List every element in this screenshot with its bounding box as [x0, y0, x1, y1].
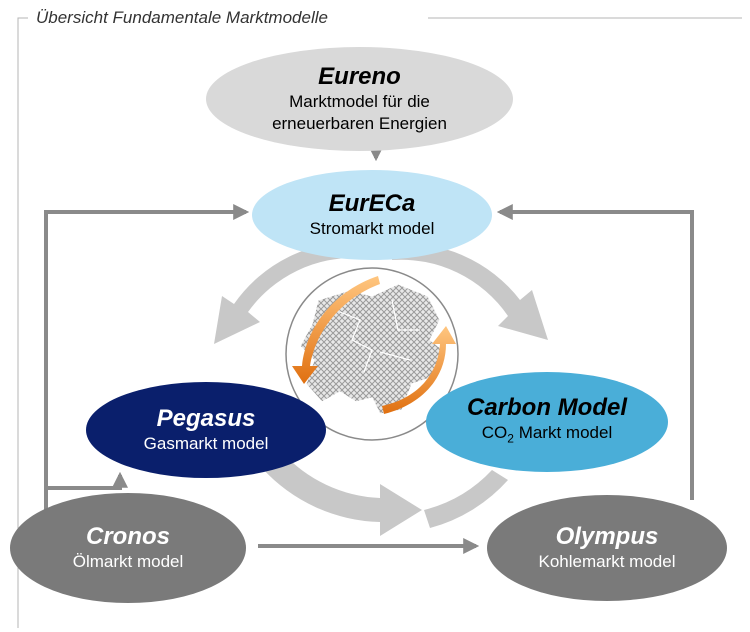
node-eureca-name: EurECa: [328, 190, 416, 217]
node-eureca-desc: Stromarkt model: [309, 219, 435, 238]
orange-arrow-left: [292, 276, 380, 384]
node-eureno-desc-line1: Marktmodel für die: [289, 92, 430, 111]
node-eureno-name: Eureno: [318, 63, 401, 90]
cycle-arrow-bottom-right: [424, 470, 508, 528]
connectors: [44, 145, 694, 554]
connector-right-loop: [496, 204, 694, 500]
cycle-arrow-top-left: [214, 241, 360, 344]
connector-left-loop: [44, 204, 250, 512]
outer-frame: [17, 17, 742, 628]
node-eureno-desc-line2: erneuerbaren Energien: [272, 114, 447, 133]
node-eureca: EurECa Stromarkt model: [252, 170, 492, 260]
node-pegasus-desc: Gasmarkt model: [143, 434, 269, 453]
page-title: Übersicht Fundamentale Marktmodelle: [32, 8, 332, 28]
co2-prefix: CO: [481, 423, 508, 443]
node-olympus-name: Olympus: [555, 523, 659, 550]
co2-suffix: Markt model: [513, 423, 613, 443]
node-cronos-desc: Ölmarkt model: [72, 552, 184, 571]
node-eureno: Eureno Marktmodel für die erneuerbaren E…: [206, 47, 513, 151]
node-cronos-name: Cronos: [86, 523, 170, 550]
connector-cronos-pegasus: [46, 471, 128, 490]
cycle-arrows-icon: [214, 241, 548, 536]
node-carbon-model: Carbon Model CO2 Markt model: [426, 372, 668, 472]
node-pegasus: Pegasus Gasmarkt model: [86, 382, 326, 478]
node-carbon-model-desc: CO2 Markt model: [482, 422, 612, 449]
node-cronos: Cronos Ölmarkt model: [10, 493, 246, 603]
node-olympus-desc: Kohlemarkt model: [538, 552, 676, 571]
co2-subscript: 2: [507, 431, 514, 446]
node-pegasus-name: Pegasus: [156, 405, 256, 432]
cycle-arrow-top-right: [392, 243, 548, 340]
cycle-arrow-bottom: [262, 452, 422, 536]
node-carbon-model-name: Carbon Model: [467, 394, 627, 422]
node-olympus: Olympus Kohlemarkt model: [487, 495, 727, 601]
orange-swap-arrows-icon: [292, 276, 456, 414]
orange-arrow-right: [382, 326, 456, 414]
